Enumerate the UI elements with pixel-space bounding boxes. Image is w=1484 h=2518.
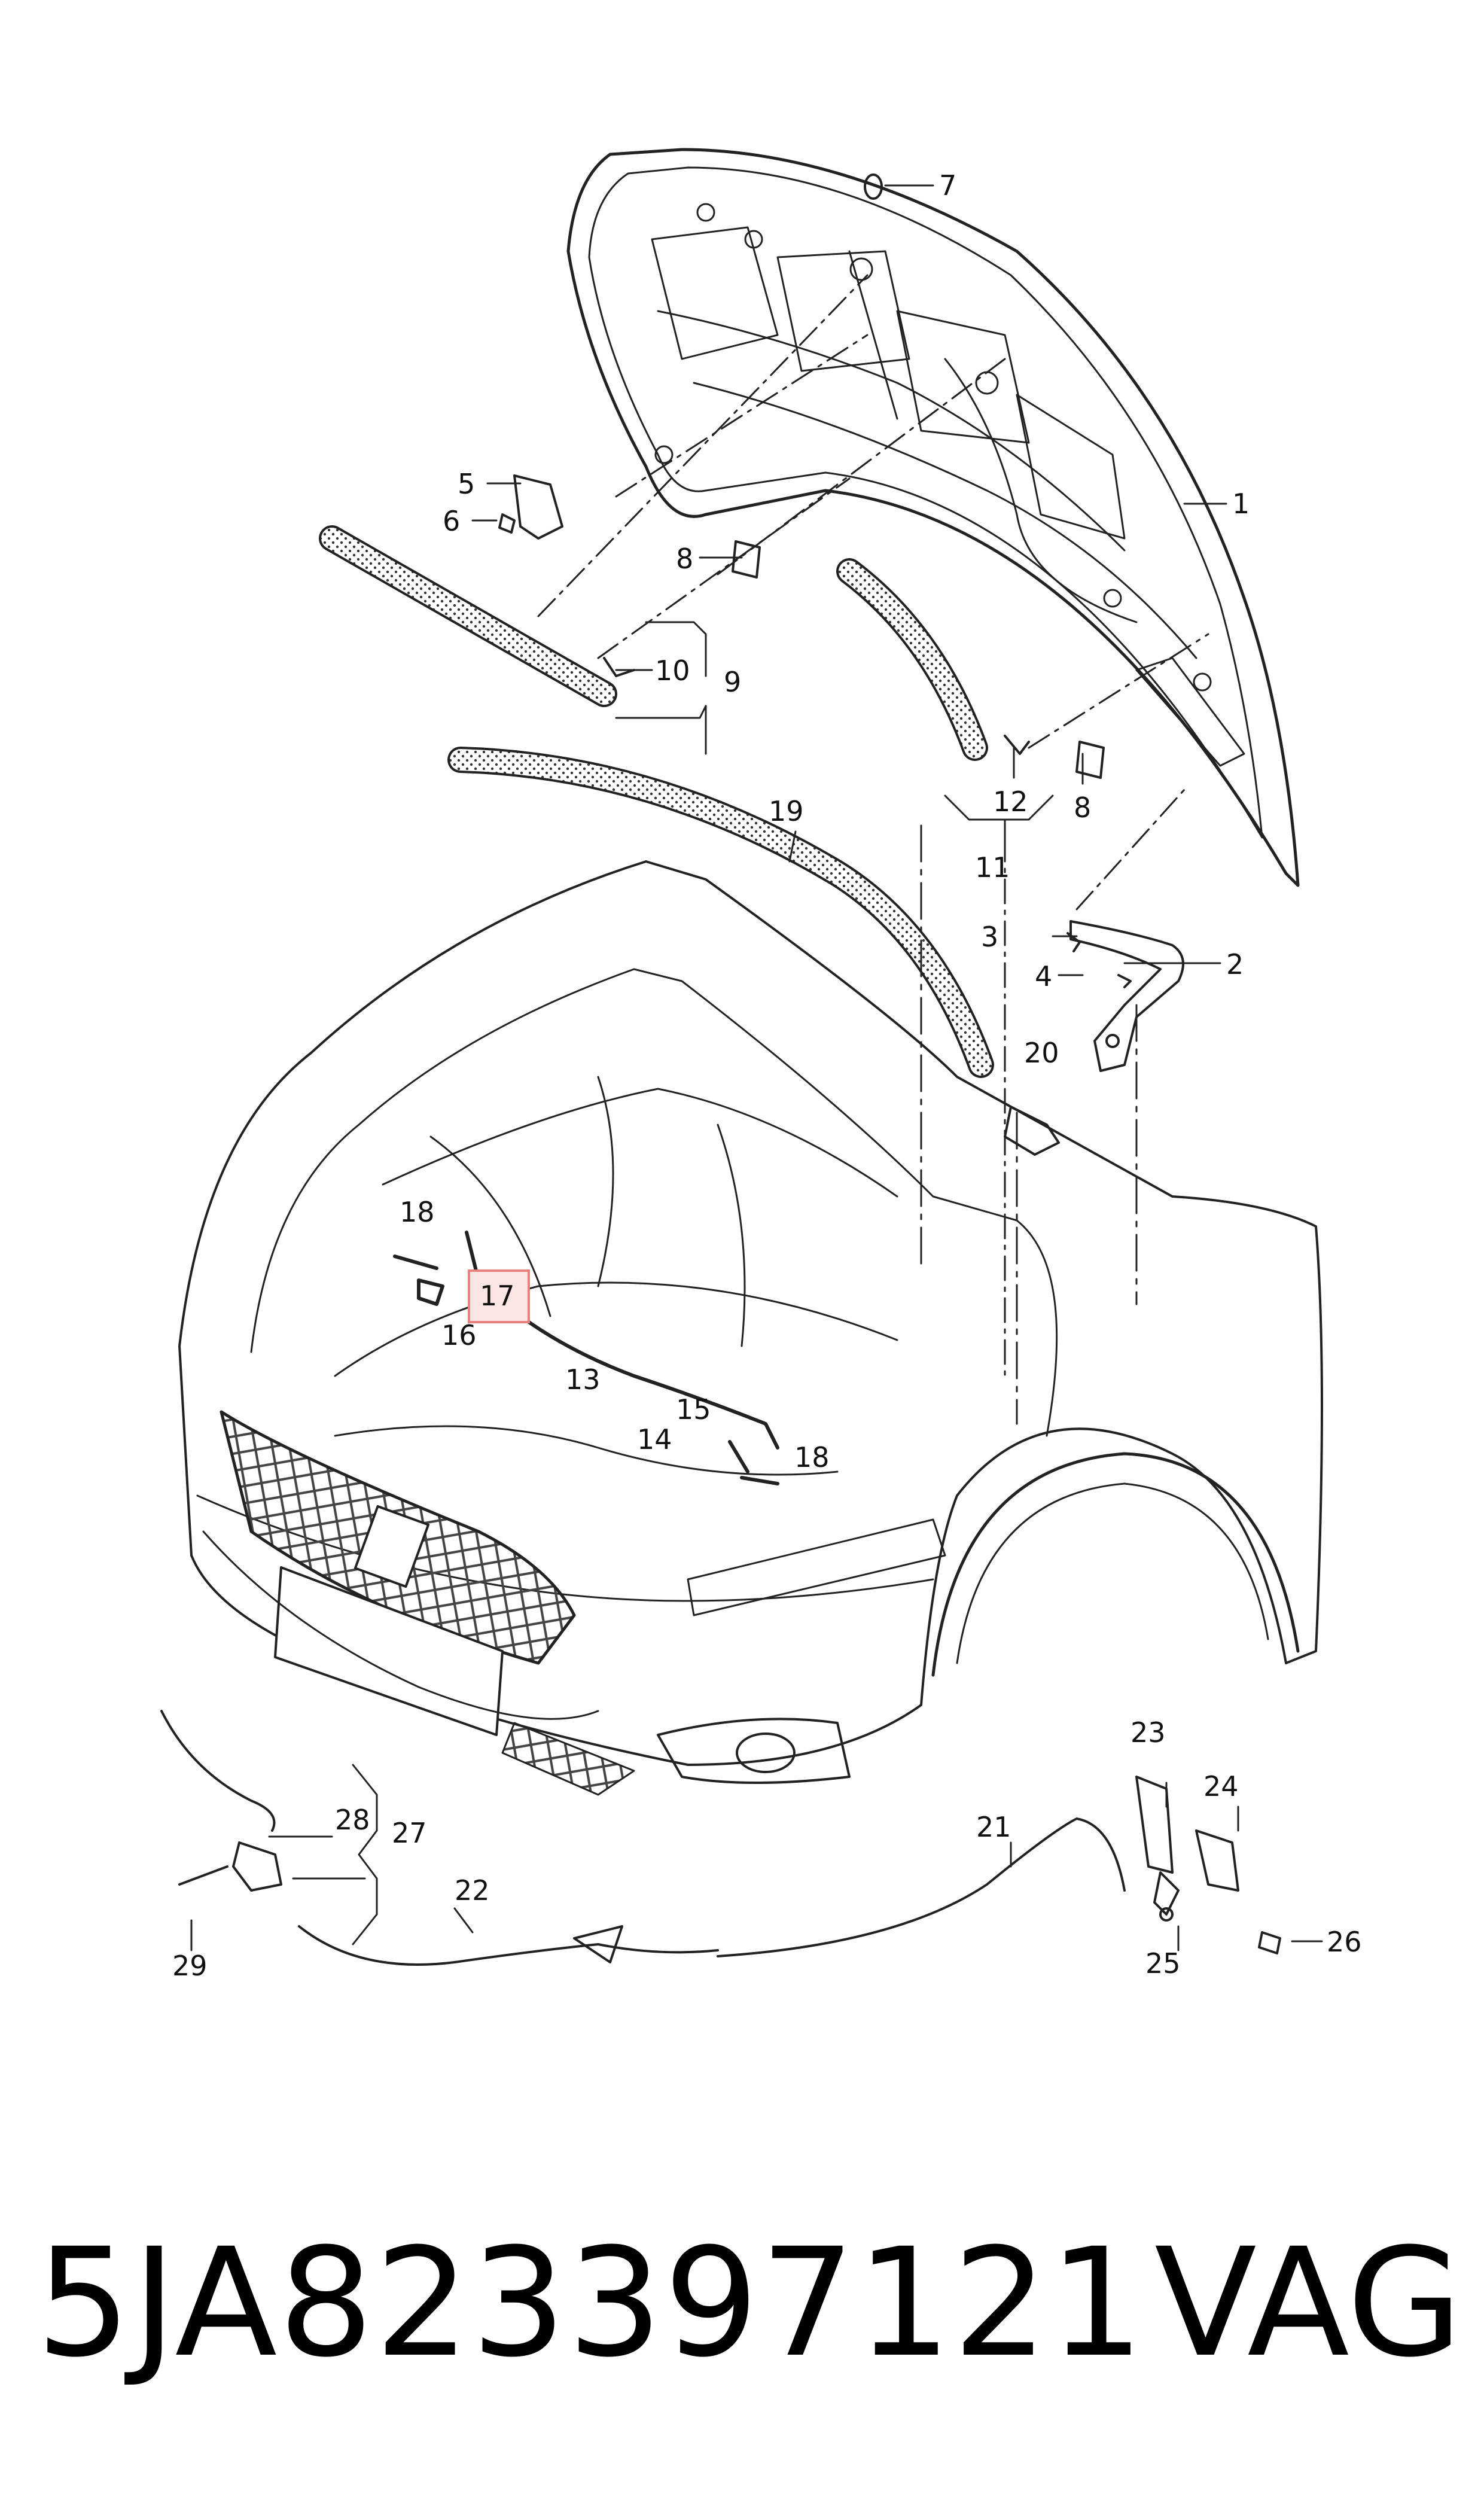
callout-26: 26: [1327, 1926, 1362, 1958]
callout-11: 11: [975, 851, 1010, 884]
callout-4: 4: [1035, 960, 1052, 992]
callout-8a: 8: [676, 543, 693, 575]
callout-17: 17: [480, 1280, 515, 1312]
callout-18a: 18: [400, 1196, 435, 1228]
callout-21: 21: [976, 1811, 1011, 1843]
callout-8b: 8: [1074, 791, 1091, 824]
bonnet-illustration: [566, 148, 1300, 887]
hood-stay-rod: [393, 1231, 779, 1485]
callout-27: 27: [392, 1817, 427, 1849]
callout-19: 19: [769, 795, 804, 827]
callout-7: 7: [939, 169, 956, 202]
callout-18b: 18: [794, 1441, 830, 1473]
callout-24: 24: [1203, 1770, 1239, 1803]
callout-28: 28: [335, 1804, 370, 1836]
small-clips: [498, 173, 1132, 1156]
brand-label: VAG: [1154, 2216, 1463, 2390]
callout-22: 22: [455, 1874, 490, 1907]
highlight-box-17: [468, 1269, 530, 1323]
callout-1: 1: [1232, 488, 1250, 520]
callout-14: 14: [637, 1423, 672, 1456]
hood-hinge-part: [1069, 920, 1184, 1072]
callout-5: 5: [458, 468, 475, 500]
release-cable-parts: [160, 1710, 1281, 1966]
callout-12: 12: [993, 785, 1028, 818]
callout-20: 20: [1024, 1037, 1059, 1069]
callout-9: 9: [724, 666, 741, 698]
callout-13: 13: [565, 1363, 601, 1396]
callout-3: 3: [981, 921, 998, 953]
callout-6: 6: [443, 505, 460, 537]
callout-29: 29: [172, 1950, 208, 1982]
car-body-illustration: [178, 824, 1323, 1796]
callout-23: 23: [1130, 1716, 1166, 1749]
callout-2: 2: [1226, 948, 1244, 981]
callout-10: 10: [655, 654, 690, 687]
brand-emblem: [354, 1505, 430, 1588]
callout-25: 25: [1145, 1947, 1181, 1980]
callout-15: 15: [676, 1393, 711, 1426]
fog-light: [657, 1718, 851, 1784]
part-number-label: 5JA823397121: [36, 2216, 1145, 2390]
callout-16: 16: [441, 1319, 477, 1351]
